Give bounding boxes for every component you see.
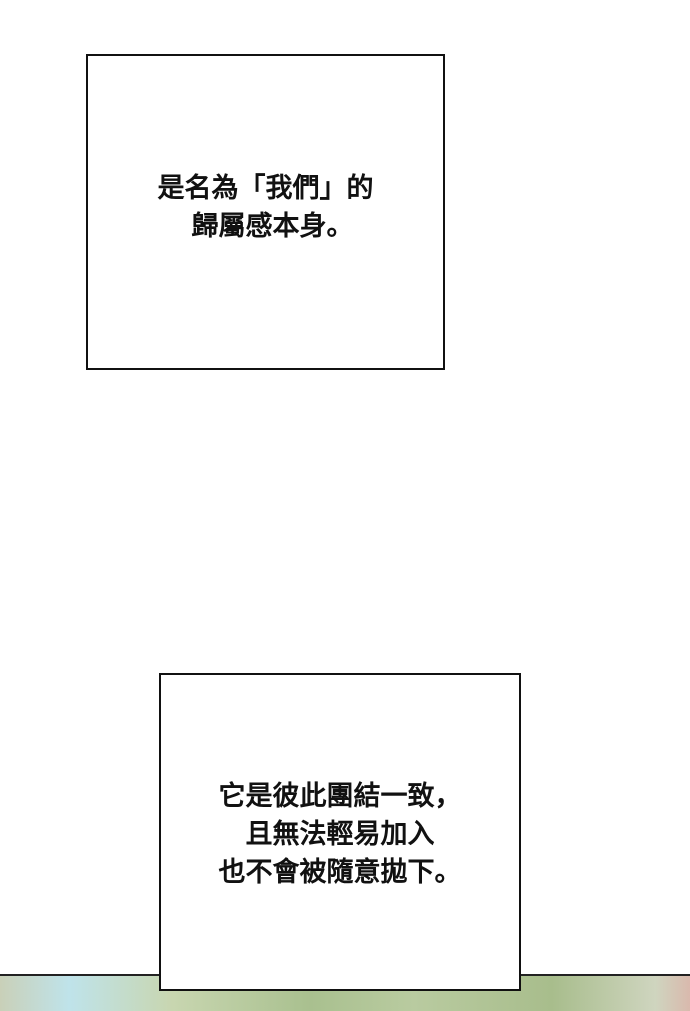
caption-line: 它是彼此團結一致，: [218, 781, 462, 812]
caption-line: 是名為「我們」的: [157, 173, 374, 204]
caption-text-1: 是名為「我們」的歸屬感本身。: [158, 170, 374, 246]
caption-line: 且無法輕易加入: [218, 819, 435, 850]
caption-box-1: 是名為「我們」的歸屬感本身。: [86, 54, 445, 370]
caption-box-2: 它是彼此團結一致， 且無法輕易加入也不會被隨意拋下。: [159, 673, 521, 991]
caption-line: 也不會被隨意拋下。: [218, 857, 462, 888]
caption-text-2: 它是彼此團結一致， 且無法輕易加入也不會被隨意拋下。: [219, 778, 462, 892]
caption-line: 歸屬感本身。: [191, 211, 354, 242]
